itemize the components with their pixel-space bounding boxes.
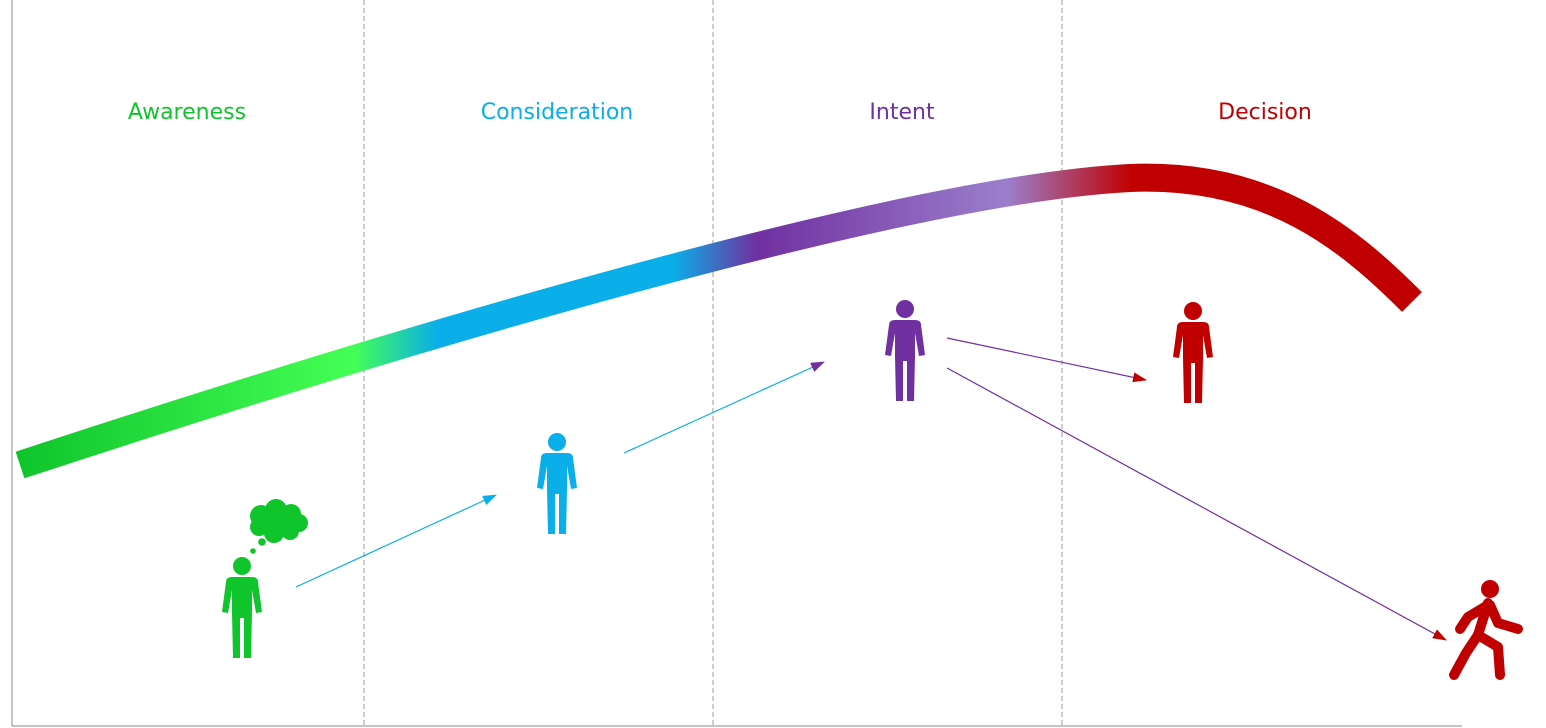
standing-person-icon (885, 300, 925, 401)
journey-band (15, 163, 1422, 479)
stage-label-decision: Decision (1218, 100, 1312, 125)
person-with-thought-cloud-icon (222, 557, 262, 658)
stage-label-intent: Intent (869, 100, 935, 125)
arrow-consideration-to-intent (623, 361, 825, 454)
thought-cloud-icon (250, 499, 308, 554)
walking-person-icon (1449, 580, 1523, 680)
standing-person-icon (537, 433, 577, 534)
arrow-intent-to-drop-off (946, 367, 1447, 641)
standing-person-icon (1173, 302, 1213, 403)
stage-label-consideration: Consideration (481, 100, 634, 125)
arrow-intent-to-decision (946, 337, 1147, 383)
stage-label-awareness: Awareness (128, 100, 246, 125)
arrow-awareness-to-consideration (295, 494, 497, 588)
